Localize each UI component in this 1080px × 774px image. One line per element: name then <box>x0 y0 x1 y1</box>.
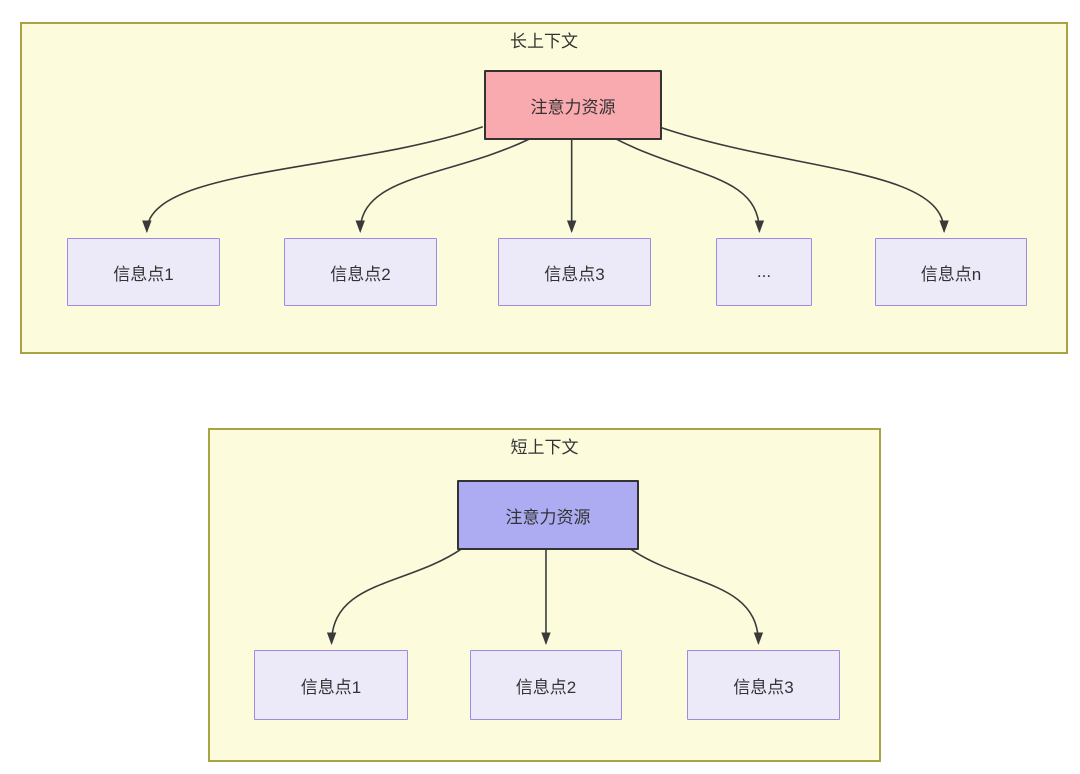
short-context-panel: 短上下文 注意力资源 信息点1 信息点2 信息点3 <box>208 428 881 762</box>
info-node-3-short: 信息点3 <box>687 650 840 720</box>
arrow-to-info-ellipsis <box>614 137 765 234</box>
info-node-label: 信息点1 <box>113 264 174 284</box>
arrow-to-info-2 <box>355 137 531 234</box>
info-node-2-short: 信息点2 <box>470 650 622 720</box>
info-node-label: 信息点3 <box>544 264 605 284</box>
info-node-2-long: 信息点2 <box>284 238 437 306</box>
attention-resource-label: 注意力资源 <box>505 507 591 527</box>
arrow-to-info-1 <box>326 547 463 645</box>
info-node-n-long: 信息点n <box>875 238 1027 306</box>
attention-resource-box-long: 注意力资源 <box>484 70 662 140</box>
info-node-1-long: 信息点1 <box>67 238 220 306</box>
attention-resource-box-short: 注意力资源 <box>457 480 639 550</box>
arrow-to-info-n <box>658 125 949 234</box>
info-node-label: 信息点1 <box>300 677 362 697</box>
info-node-label: 信息点2 <box>330 264 391 284</box>
info-node-1-short: 信息点1 <box>254 650 408 720</box>
attention-resource-label: 注意力资源 <box>530 97 616 117</box>
short-context-title: 短上下文 <box>510 438 579 457</box>
info-node-ellipsis-long: ... <box>716 238 812 306</box>
info-node-label: 信息点3 <box>733 677 794 697</box>
long-context-title: 长上下文 <box>510 32 578 51</box>
arrow-to-info-3 <box>629 547 764 645</box>
long-context-panel: 长上下文 注意力资源 信息点1 信息点2 信息点3 ... 信息点n <box>20 22 1068 354</box>
info-node-label: 信息点2 <box>515 677 577 697</box>
info-node-label: ... <box>756 262 772 281</box>
info-node-3-long: 信息点3 <box>498 238 651 306</box>
arrow-to-info-1 <box>142 126 484 234</box>
info-node-label: 信息点n <box>920 264 982 284</box>
